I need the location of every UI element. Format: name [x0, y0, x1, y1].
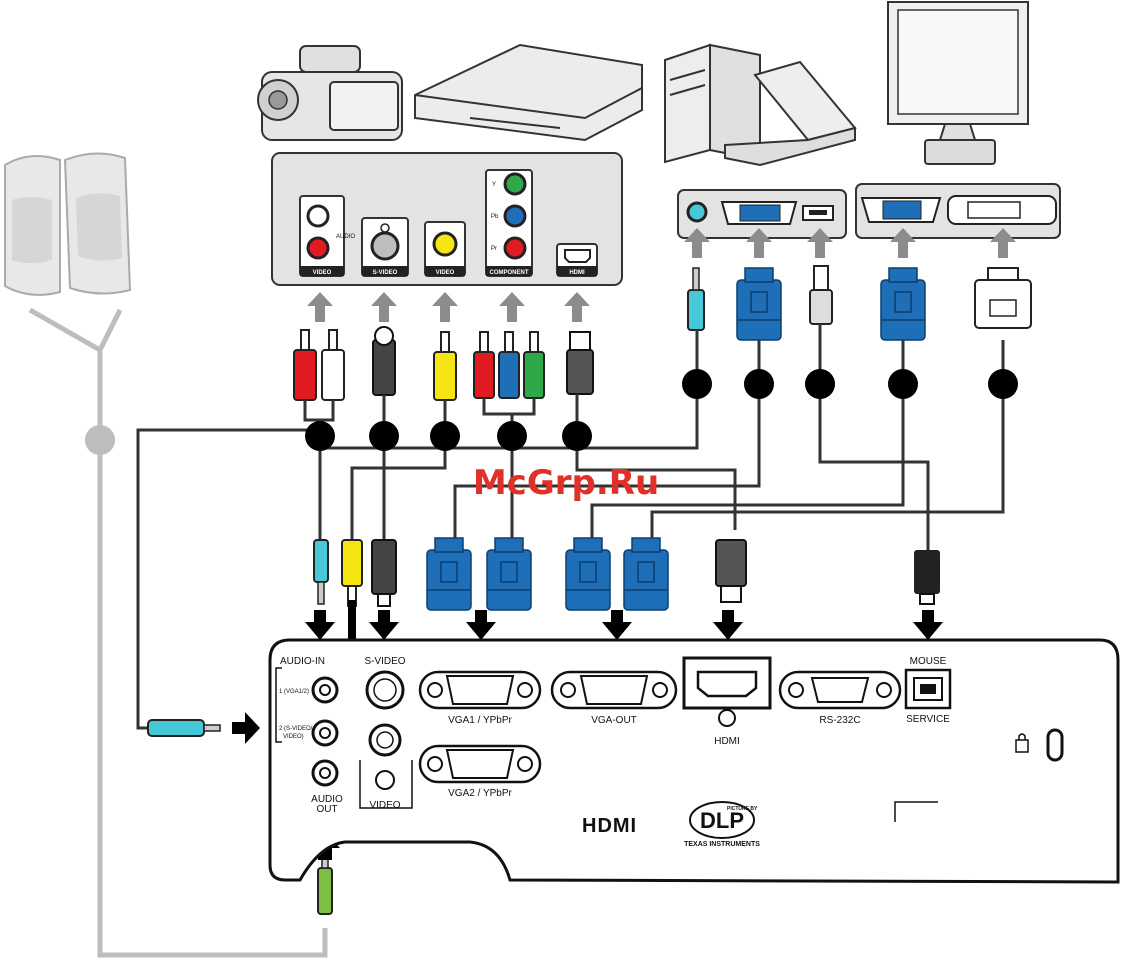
monitor-illustration	[888, 2, 1028, 164]
speakers-illustration	[5, 153, 130, 294]
speaker-audio-plug	[148, 720, 220, 736]
component-plugs	[474, 332, 544, 414]
watermark: McGrp.Ru	[473, 463, 659, 503]
video-label-2: VIDEO	[436, 270, 455, 276]
hdmi-port-icon	[565, 250, 590, 262]
component-label: COMPONENT	[490, 270, 529, 276]
rs232c-port	[780, 672, 900, 708]
component-pr-jack	[505, 238, 525, 258]
video-yellow-jack	[434, 233, 456, 255]
rs232c-label: RS-232C	[819, 715, 860, 726]
audio-in-2-label: 2 (S-VIDEO/	[279, 726, 313, 732]
hdmi-label: HDMI	[569, 270, 585, 276]
audio-in-label: AUDIO-IN	[280, 656, 325, 667]
hdmi-in-label: HDMI	[714, 736, 740, 747]
usb-b-plug	[914, 550, 940, 604]
s-video-label: S-VIDEO	[373, 270, 398, 276]
dvi-plug	[975, 268, 1031, 328]
usb-plug	[810, 266, 832, 324]
vga1-label: VGA1 / YPbPr	[448, 715, 512, 726]
vga-out-port	[552, 672, 676, 708]
component-pb-jack	[505, 206, 525, 226]
video-label: VIDEO	[313, 270, 332, 276]
dvd-player-illustration	[415, 45, 642, 140]
component-y-label: Y	[492, 182, 496, 188]
hdmi-plug	[567, 332, 593, 394]
usb-service-port	[906, 670, 950, 708]
connection-dots	[305, 369, 1018, 451]
audio-red-jack	[308, 238, 328, 258]
component-y-jack	[505, 174, 525, 194]
video-yellow-plug	[434, 332, 456, 400]
s-video-jack	[372, 233, 398, 259]
camcorder-illustration	[258, 46, 402, 140]
audio-out-label-2: OUT	[316, 804, 337, 815]
pc-audio-plug	[688, 268, 704, 330]
component-pr-label: Pr	[491, 246, 497, 252]
s-video-plug	[373, 327, 395, 395]
vga1-port	[420, 672, 540, 708]
audio-label: AUDIO	[336, 234, 355, 240]
video-in-plug	[342, 540, 362, 606]
service-label: SERVICE	[906, 714, 950, 725]
s-video-in-label: S-VIDEO	[364, 656, 405, 667]
ti-label: TEXAS INSTRUMENTS	[684, 841, 760, 848]
component-pb-label: Pb	[491, 214, 499, 220]
video-in-label: VIDEO	[369, 800, 400, 811]
audio-in-2b-label: VIDEO)	[283, 734, 304, 740]
vga2-label: VGA2 / YPbPr	[448, 788, 512, 799]
pc-audio-jack	[688, 203, 706, 221]
video-source-panel: AUDIO VIDEO S-VIDEO VIDEO Y Pb Pr COMPON…	[272, 153, 622, 285]
s-video-in-plug	[372, 540, 396, 606]
monitor-port-panel	[856, 184, 1060, 238]
projector-rear-panel: AUDIO-IN 1 (VGA1/2) 2 (S-VIDEO/ VIDEO) A…	[270, 640, 1118, 882]
vga2-port	[420, 746, 540, 782]
audio-white-jack	[308, 206, 328, 226]
audio-in-1-label: 1 (VGA1/2)	[279, 689, 309, 695]
speaker-connection-dot	[85, 425, 115, 455]
hdmi-logo: HDMI	[582, 815, 637, 837]
vga-out-label: VGA-OUT	[591, 715, 637, 726]
security-slot	[1048, 730, 1062, 760]
hdmi-in-plug	[716, 540, 746, 602]
mouse-label: MOUSE	[910, 656, 947, 667]
rca-audio-plugs	[294, 330, 344, 420]
audio-in-plug	[314, 540, 328, 604]
dlp-label: DLP	[700, 808, 744, 833]
